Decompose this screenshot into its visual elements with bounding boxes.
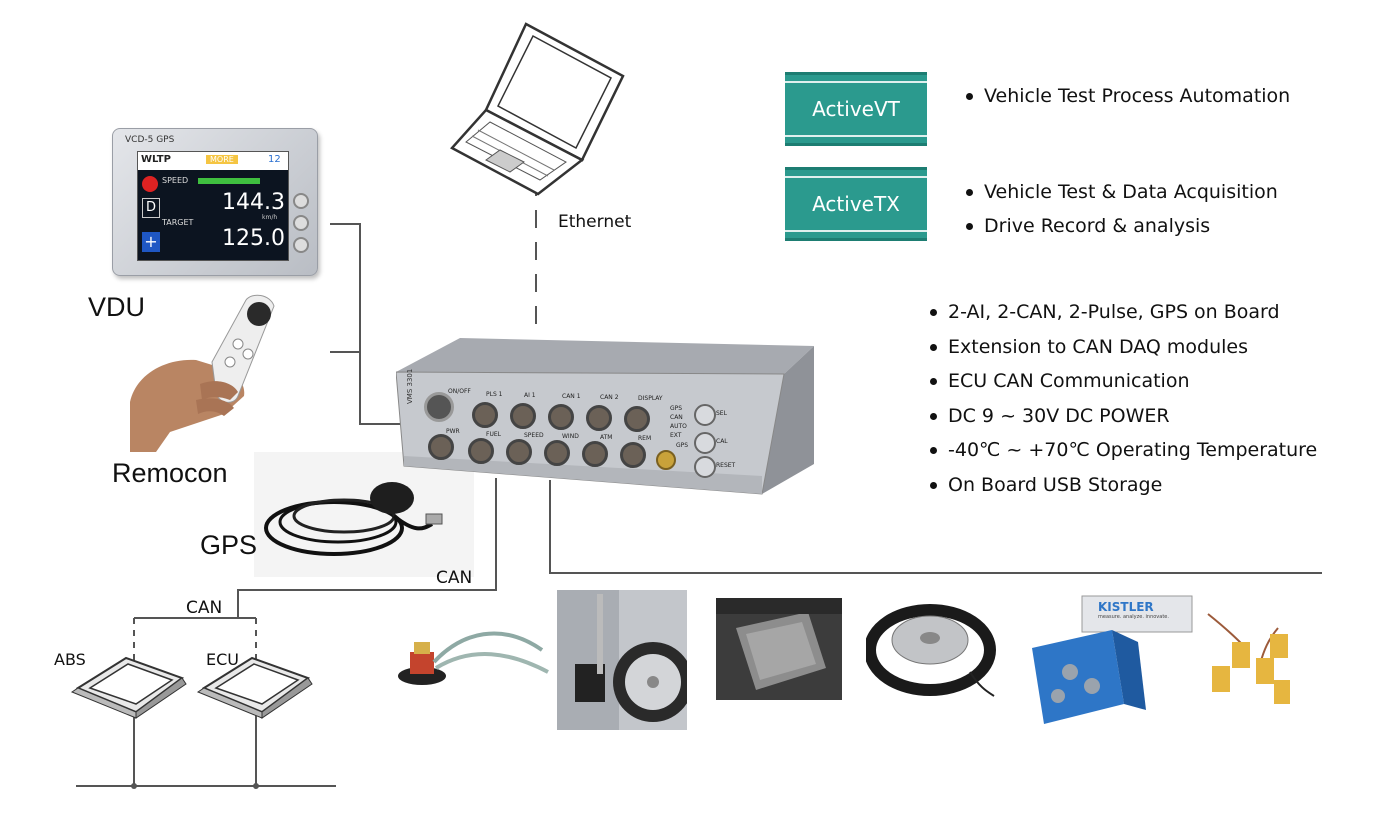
vdu-gear: D xyxy=(142,198,160,218)
vdu-target-label: TARGET xyxy=(162,218,194,227)
steering-sensor-image xyxy=(866,604,996,697)
vdu-header: WLTP xyxy=(141,154,171,165)
vdu-speed-value: 144.3 xyxy=(222,190,285,215)
spec-item: On Board USB Storage xyxy=(928,468,1317,503)
vdu-satellite-count: 12 xyxy=(268,154,281,165)
vdu-plus-icon: + xyxy=(142,232,160,252)
activevt-button[interactable]: ActiveVT xyxy=(785,72,927,146)
power-knob[interactable] xyxy=(424,392,454,422)
port-label: DISPLAY xyxy=(638,395,663,402)
vms-device: VMS 3301 ON/OFF PLS 1 AI 1 CAN 1 CAN 2 D… xyxy=(396,338,816,498)
connector-port[interactable] xyxy=(468,438,494,464)
led-label: GPS xyxy=(670,405,683,412)
vdu-speed-bar xyxy=(198,178,260,184)
remocon-image xyxy=(130,294,275,452)
abs-module-icon xyxy=(70,656,187,719)
port-label: REM xyxy=(638,435,652,442)
wheel-sensor-image xyxy=(557,590,687,730)
port-label: CAN 2 xyxy=(600,394,619,401)
ecu-module-icon xyxy=(196,656,313,719)
activetx-feature: Drive Record & analysis xyxy=(964,209,1278,243)
port-label: CAN 1 xyxy=(562,393,581,400)
connector-port[interactable] xyxy=(548,404,574,430)
activevt-features: Vehicle Test Process Automation xyxy=(964,85,1290,107)
port-label: SPEED xyxy=(524,432,544,439)
connector-port[interactable] xyxy=(624,406,650,432)
vdu-target-value: 125.0 xyxy=(222,226,285,251)
gps-port-label: GPS xyxy=(676,442,689,449)
vdu-knob xyxy=(293,237,309,253)
connector-port[interactable] xyxy=(510,403,536,429)
connector-port[interactable] xyxy=(506,439,532,465)
vdu-more: MORE xyxy=(206,155,238,164)
connector-port[interactable] xyxy=(582,441,608,467)
vdu-direction-icon xyxy=(142,176,158,192)
kistler-daq-image xyxy=(1032,595,1193,724)
port-label: ATM xyxy=(600,434,613,441)
abs-label: ABS xyxy=(54,650,86,669)
can-sub-label: CAN xyxy=(186,598,223,618)
vdu-knob xyxy=(293,193,309,209)
activetx-button[interactable]: ActiveTX xyxy=(785,167,927,241)
activetx-features: Vehicle Test & Data Acquisition Drive Re… xyxy=(964,175,1278,243)
port-label: WIND xyxy=(562,433,579,440)
spec-item: ECU CAN Communication xyxy=(928,364,1317,399)
port-label: FUEL xyxy=(486,431,501,438)
pedal-sensor-image xyxy=(398,631,549,685)
reset-button[interactable] xyxy=(694,456,716,478)
gps-antenna-image xyxy=(254,452,474,577)
spec-item: Extension to CAN DAQ modules xyxy=(928,330,1317,365)
laptop-icon xyxy=(450,22,625,196)
connector-port[interactable] xyxy=(428,434,454,460)
vdu-screen: WLTP MORE 12 SPEED D 144.3 km/h TARGET +… xyxy=(137,151,289,261)
vdu-speed-label: SPEED xyxy=(162,176,189,185)
gps-connector[interactable] xyxy=(656,450,676,470)
ethernet-label: Ethernet xyxy=(558,212,632,232)
connector-port[interactable] xyxy=(544,440,570,466)
kistler-logo: KISTLER xyxy=(1098,600,1154,614)
vdu-device: VCD-5 GPS WLTP MORE 12 SPEED D 144.3 km/… xyxy=(112,128,318,276)
spec-item: -40℃ ~ +70℃ Operating Temperature xyxy=(928,433,1317,468)
kistler-tagline: measure. analyze. innovate. xyxy=(1098,614,1169,620)
button-label: RESET xyxy=(716,462,736,469)
gps-label: GPS xyxy=(200,530,258,560)
cal-button[interactable] xyxy=(694,432,716,454)
spec-item: DC 9 ~ 30V DC POWER xyxy=(928,399,1317,434)
port-label: PWR xyxy=(446,428,460,435)
vdu-speed-unit: km/h xyxy=(262,214,278,221)
activevt-feature: Vehicle Test Process Automation xyxy=(964,85,1290,107)
vdu-label: VDU xyxy=(88,292,146,322)
connector-port[interactable] xyxy=(472,402,498,428)
thermocouple-image xyxy=(1207,613,1290,704)
led-indicators: GPS CAN AUTO EXT xyxy=(670,404,687,440)
button-label: CAL xyxy=(716,438,728,445)
vdu-model: VCD-5 GPS xyxy=(125,135,175,145)
port-label: AI 1 xyxy=(524,392,536,399)
vms-model: VMS 3301 xyxy=(406,368,414,404)
button-label: SEL xyxy=(716,410,727,417)
vms-device-body xyxy=(396,338,814,495)
pedal-force-sensor-image xyxy=(716,598,842,700)
led-label: EXT xyxy=(670,432,682,439)
can-main-label: CAN xyxy=(436,568,473,588)
sel-button[interactable] xyxy=(694,404,716,426)
port-label: ON/OFF xyxy=(448,388,471,395)
port-label: PLS 1 xyxy=(486,391,503,398)
led-label: AUTO xyxy=(670,423,687,430)
remocon-label: Remocon xyxy=(112,458,228,488)
activetx-feature: Vehicle Test & Data Acquisition xyxy=(964,175,1278,209)
connector-port[interactable] xyxy=(620,442,646,468)
led-label: CAN xyxy=(670,414,683,421)
ecu-label: ECU xyxy=(206,650,239,669)
spec-item: 2-AI, 2-CAN, 2-Pulse, GPS on Board xyxy=(928,295,1317,330)
vdu-knob xyxy=(293,215,309,231)
connector-port[interactable] xyxy=(586,405,612,431)
spec-list: 2-AI, 2-CAN, 2-Pulse, GPS on Board Exten… xyxy=(928,295,1317,502)
